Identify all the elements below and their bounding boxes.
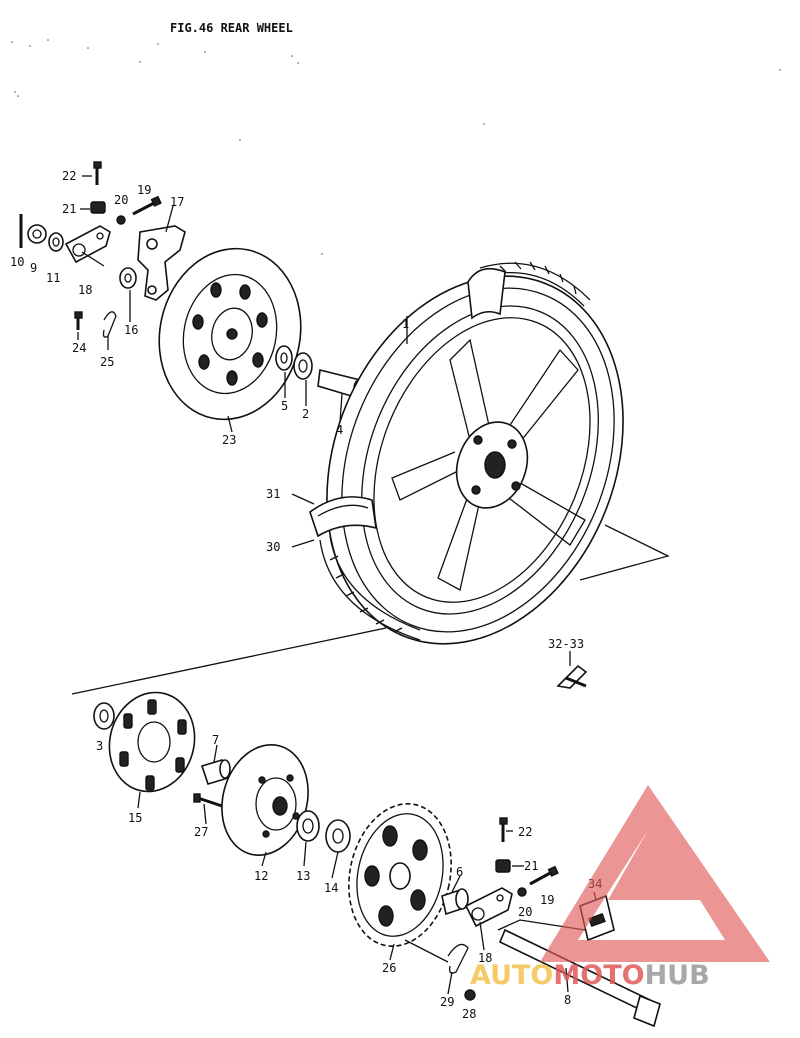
part-19-bolt-upper [132, 195, 162, 216]
callout-32-33: 32-33 [548, 637, 584, 651]
part-24-bolt [74, 311, 83, 330]
callout-14: 14 [324, 881, 338, 895]
part-25-clip [102, 311, 117, 338]
part-3-seal [93, 702, 115, 730]
part-6-collar [441, 888, 469, 916]
part-2-bearing [293, 352, 313, 380]
tire-tread [319, 261, 591, 641]
watermark-text: AUTOMOTOHUB [470, 960, 710, 991]
callout-21-upper: 21 [62, 202, 76, 216]
callout-4: 4 [336, 423, 343, 437]
watermark-logo-triangle [540, 785, 770, 962]
callout-leaders [77, 175, 597, 995]
part-23-brake-disc [158, 247, 302, 421]
part-20-washer-lower [517, 887, 527, 897]
part-1-rear-wheel [309, 261, 624, 645]
part-22-bolt-lower [499, 817, 508, 842]
callout-28: 28 [462, 1007, 476, 1021]
part-11-washer [48, 232, 64, 252]
callout-9: 9 [30, 261, 37, 275]
part-18-chain-adjuster-upper [64, 225, 111, 264]
part-17-caliper-bracket [137, 225, 186, 301]
callout-21-lower: 21 [524, 859, 538, 873]
callout-1: 1 [402, 317, 409, 331]
callout-3: 3 [96, 739, 103, 753]
part-7-collar [200, 759, 231, 785]
callout-13: 13 [296, 869, 310, 883]
callout-16: 16 [124, 323, 138, 337]
callout-15: 15 [128, 811, 142, 825]
part-5-oil-seal [275, 345, 293, 371]
part-14-oil-seal [325, 819, 351, 853]
part-29-clip [447, 943, 469, 974]
callout-22-lower: 22 [518, 825, 532, 839]
callout-19-upper: 19 [137, 183, 151, 197]
automotohub-watermark: AUTOMOTOHUB [470, 785, 770, 991]
part-31-rim-band [317, 504, 369, 517]
callout-12: 12 [254, 869, 268, 883]
part-21-nut-lower [495, 859, 511, 873]
part-16-collar [119, 267, 137, 289]
part-9-nut [27, 224, 47, 244]
callout-25: 25 [100, 355, 114, 369]
callout-29: 29 [440, 995, 454, 1009]
part-12-sprocket-carrier [221, 744, 309, 856]
part-26-rear-sprocket [348, 803, 452, 947]
callout-5: 5 [281, 399, 288, 413]
callout-7: 7 [212, 733, 219, 747]
callout-31: 31 [266, 487, 280, 501]
callout-6: 6 [456, 865, 463, 879]
part-8-rear-axle [498, 928, 661, 1028]
callout-8: 8 [564, 993, 571, 1007]
callout-18-upper: 18 [78, 283, 92, 297]
part-32-33-valve [556, 664, 588, 689]
figure-title: FIG.46 REAR WHEEL [170, 21, 293, 35]
callout-17: 17 [170, 195, 184, 209]
callout-2: 2 [302, 407, 309, 421]
callout-27: 27 [194, 825, 208, 839]
callout-20-lower: 20 [518, 905, 532, 919]
callout-24: 24 [72, 341, 86, 355]
callout-26: 26 [382, 961, 396, 975]
callout-18-lower: 18 [478, 951, 492, 965]
part-18-chain-adjuster-lower [464, 887, 513, 928]
part-13-bearing [296, 810, 320, 842]
callout-10: 10 [10, 255, 24, 269]
part-30-tire-section [309, 496, 377, 538]
callout-30: 30 [266, 540, 280, 554]
callout-11: 11 [46, 271, 60, 285]
callout-19-lower: 19 [540, 893, 554, 907]
part-21-nut-upper [90, 201, 106, 214]
part-19-bolt-lower [529, 865, 559, 886]
callout-20-upper: 20 [114, 193, 128, 207]
callout-22-upper: 22 [62, 169, 76, 183]
part-15-cush-rubber [108, 691, 196, 793]
part-20-washer-upper [116, 215, 126, 225]
callout-23: 23 [222, 433, 236, 447]
part-27-bolt [193, 793, 223, 808]
part-28-nut [464, 989, 476, 1001]
scan-noise [11, 39, 781, 255]
part-22-bolt-upper [93, 161, 102, 185]
